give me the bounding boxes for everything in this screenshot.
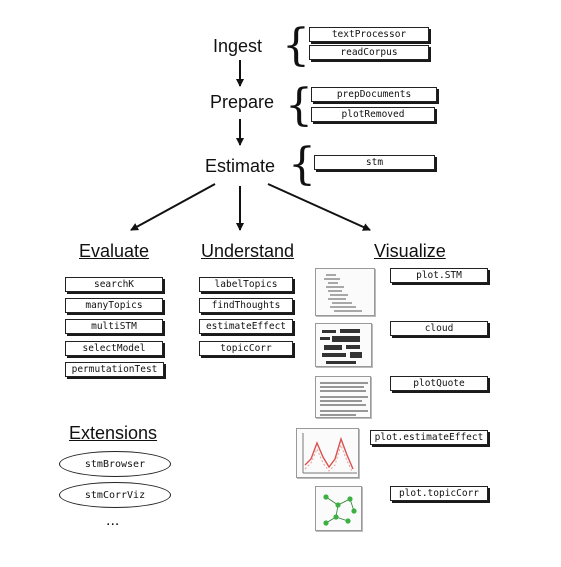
- heading-extensions: Extensions: [69, 423, 158, 443]
- brace-ingest: {: [282, 20, 310, 71]
- function-box: permutationTest: [65, 362, 164, 377]
- plot-topiccorr-thumbnail: [315, 486, 362, 531]
- heading-understand: Understand: [201, 241, 295, 261]
- function-box: prepDocuments: [311, 87, 437, 102]
- arrow-estimate-to-visualize: [267, 183, 371, 231]
- plotquote-thumbnail: [315, 376, 371, 418]
- stage-ingest: Ingest: [213, 36, 263, 56]
- function-box: findThoughts: [199, 298, 293, 313]
- function-box: plotRemoved: [311, 107, 435, 122]
- stage-estimate: Estimate: [205, 156, 276, 176]
- function-box: plot.estimateEffect: [370, 430, 488, 445]
- function-box: searchK: [65, 277, 163, 292]
- cloud-thumbnail: [315, 323, 372, 367]
- function-box: cloud: [390, 321, 488, 336]
- function-box: textProcessor: [309, 27, 429, 42]
- brace-prepare: {: [285, 80, 313, 131]
- extensions-more: ...: [106, 512, 120, 529]
- stage-prepare: Prepare: [210, 92, 275, 112]
- function-box: estimateEffect: [199, 319, 293, 334]
- heading-visualize: Visualize: [374, 241, 446, 261]
- extension-ellipse: stmBrowser: [59, 451, 171, 477]
- function-box: plot.STM: [390, 268, 488, 283]
- function-box: plotQuote: [390, 376, 488, 391]
- plot-estimateeffect-thumbnail: [296, 428, 359, 478]
- function-box: topicCorr: [199, 341, 293, 356]
- function-box: plot.topicCorr: [390, 486, 488, 501]
- function-box: manyTopics: [65, 298, 163, 313]
- extension-ellipse: stmCorrViz: [59, 482, 171, 508]
- function-box: readCorpus: [309, 45, 429, 60]
- brace-estimate: {: [288, 139, 316, 190]
- heading-evaluate: Evaluate: [79, 241, 150, 261]
- function-box: multiSTM: [65, 319, 163, 334]
- function-box: labelTopics: [199, 277, 293, 292]
- arrow-estimate-to-evaluate: [130, 183, 216, 231]
- plot-stm-thumbnail: [315, 268, 375, 316]
- function-box: selectModel: [65, 341, 163, 356]
- function-box: stm: [314, 155, 435, 170]
